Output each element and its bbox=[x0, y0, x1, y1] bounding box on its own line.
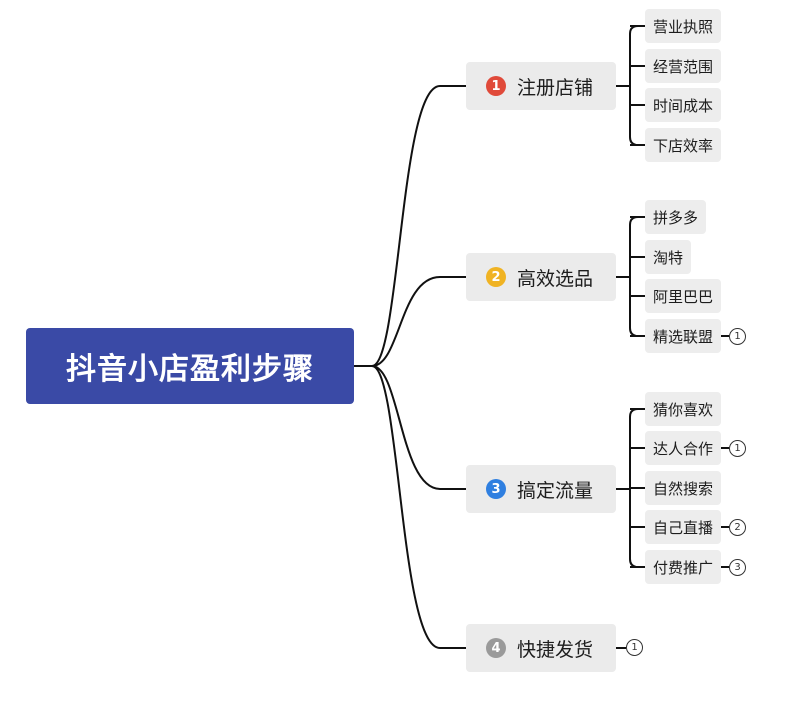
number-4-icon: 4 bbox=[486, 638, 506, 658]
leaf-label: 精选联盟 bbox=[653, 327, 714, 346]
leaf-node[interactable]: 营业执照 bbox=[645, 9, 722, 43]
count-badge[interactable]: 1 bbox=[626, 639, 643, 656]
count-badge[interactable]: 1 bbox=[729, 328, 746, 345]
root-node[interactable]: 抖音小店盈利步骤 bbox=[26, 328, 354, 404]
branch-connector-line bbox=[371, 365, 466, 649]
badge-count: 1 bbox=[734, 443, 741, 454]
leaf-label: 营业执照 bbox=[653, 17, 714, 36]
leaf-label: 淘特 bbox=[653, 248, 684, 267]
leaf-label: 阿里巴巴 bbox=[653, 287, 714, 306]
leaf-label: 达人合作 bbox=[653, 439, 714, 458]
leaf-node[interactable]: 精选联盟 bbox=[645, 319, 722, 353]
branch-node-shipping[interactable]: 4 快捷发货 bbox=[466, 624, 616, 672]
leaf-node[interactable]: 猜你喜欢 bbox=[645, 392, 722, 426]
badge-count: 3 bbox=[734, 562, 741, 573]
leaf-node[interactable]: 拼多多 bbox=[645, 200, 707, 234]
branch-node-register[interactable]: 1 注册店铺 bbox=[466, 62, 616, 110]
leaf-label: 下店效率 bbox=[653, 136, 714, 155]
branch-connector-line bbox=[371, 276, 466, 367]
leaf-node[interactable]: 自然搜索 bbox=[645, 471, 722, 505]
leaf-node[interactable]: 淘特 bbox=[645, 240, 692, 274]
leaf-label: 猜你喜欢 bbox=[653, 400, 714, 419]
number-3-icon: 3 bbox=[486, 479, 506, 499]
leaf-label: 拼多多 bbox=[653, 208, 699, 227]
leaf-node[interactable]: 经营范围 bbox=[645, 49, 722, 83]
badge-count: 1 bbox=[631, 642, 638, 653]
branch-label: 高效选品 bbox=[517, 267, 594, 290]
count-badge[interactable]: 2 bbox=[729, 519, 746, 536]
count-badge[interactable]: 3 bbox=[729, 559, 746, 576]
branch-label: 快捷发货 bbox=[517, 638, 594, 661]
count-badge[interactable]: 1 bbox=[729, 440, 746, 457]
number-1-icon: 1 bbox=[486, 76, 506, 96]
branch-connector-line bbox=[371, 365, 466, 490]
leaf-label: 自然搜索 bbox=[653, 479, 714, 498]
leaf-node[interactable]: 达人合作 bbox=[645, 431, 722, 465]
leaf-node[interactable]: 付费推广 bbox=[645, 550, 722, 584]
leaf-label: 自己直播 bbox=[653, 518, 714, 537]
branch-node-selection[interactable]: 2 高效选品 bbox=[466, 253, 616, 301]
leaf-label: 付费推广 bbox=[653, 558, 714, 577]
leaf-label: 经营范围 bbox=[653, 57, 714, 76]
root-title: 抖音小店盈利步骤 bbox=[66, 352, 314, 387]
number-2-icon: 2 bbox=[486, 267, 506, 287]
branch-node-traffic[interactable]: 3 搞定流量 bbox=[466, 465, 616, 513]
leaf-node[interactable]: 自己直播 bbox=[645, 510, 722, 544]
bracket-line bbox=[629, 25, 639, 146]
leaf-node[interactable]: 时间成本 bbox=[645, 88, 722, 122]
branch-label: 注册店铺 bbox=[517, 76, 594, 99]
badge-count: 1 bbox=[734, 331, 741, 342]
bracket-line bbox=[629, 216, 639, 337]
branch-label: 搞定流量 bbox=[517, 479, 594, 502]
leaf-label: 时间成本 bbox=[653, 96, 714, 115]
leaf-node[interactable]: 阿里巴巴 bbox=[645, 279, 722, 313]
badge-count: 2 bbox=[734, 522, 741, 533]
leaf-node[interactable]: 下店效率 bbox=[645, 128, 722, 162]
branch-connector-line bbox=[371, 85, 466, 367]
